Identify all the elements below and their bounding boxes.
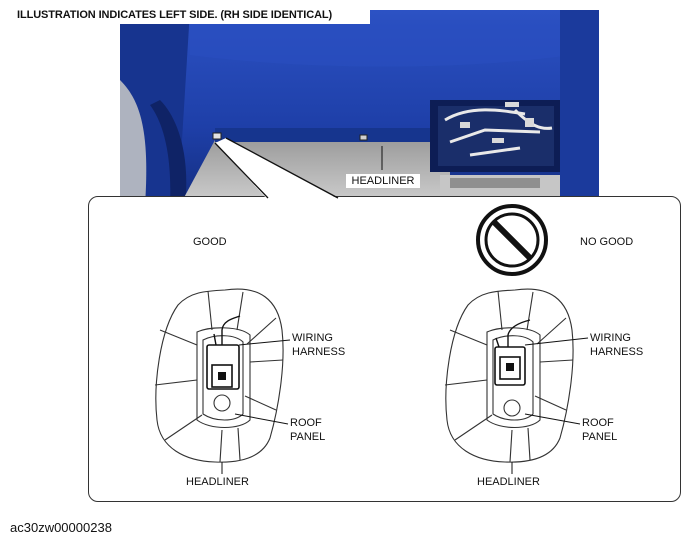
good-status-label: GOOD	[193, 236, 227, 248]
good-wiring-harness-label-1: WIRING	[292, 332, 333, 344]
no-good-wiring-harness-label-2: HARNESS	[590, 346, 644, 358]
good-roof-panel-label-2: PANEL	[290, 431, 326, 443]
good-wiring-harness-label-2: HARNESS	[292, 346, 346, 358]
no-good-wiring-harness-label-1: WIRING	[590, 332, 631, 344]
good-headliner-label: HEADLINER	[186, 476, 249, 488]
no-good-status-label: NO GOOD	[580, 236, 634, 248]
illustration-title: ILLUSTRATION INDICATES LEFT SIDE. (RH SI…	[0, 6, 370, 24]
good-roof-panel-label-1: ROOF	[290, 417, 322, 429]
no-good-headliner-label: HEADLINER	[477, 476, 540, 488]
photo-headliner-label: HEADLINER	[346, 174, 420, 188]
detail-comparison-box	[88, 196, 681, 502]
no-good-roof-panel-label-1: ROOF	[582, 417, 614, 429]
image-code-caption: ac30zw00000238	[10, 520, 112, 535]
no-good-roof-panel-label-2: PANEL	[582, 431, 618, 443]
